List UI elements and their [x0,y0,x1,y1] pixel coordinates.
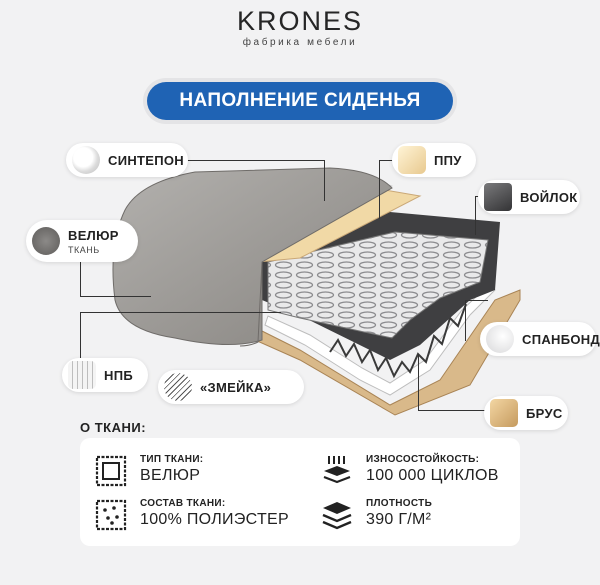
label-npb: НПБ [62,358,148,392]
label-brus-text: БРУС [526,405,563,421]
spring-block-shape [267,231,489,339]
spec-density-label: ПЛОТНОСТЬ [366,498,433,509]
zigzag-spring-icon [164,373,192,401]
label-velur: ВЕЛЮР ТКАНЬ [26,220,138,262]
leader-line-brus [418,354,485,411]
velour-fabric-icon [32,227,60,255]
label-ppu: ППУ [392,143,476,177]
layers-wear-icon [323,456,351,484]
fabric-composition-icon [95,499,127,531]
sintepon-roll-icon [72,146,100,174]
zigzag-spring-shape [329,303,467,379]
spec-fabric-type: ТИП ТКАНИ: ВЕЛЮР [94,454,203,488]
leader-line-velur [80,262,151,297]
label-npb-text: НПБ [104,367,133,383]
felt-sheet-icon [484,183,512,211]
spec-wear-resistance-label: ИЗНОСОСТОЙКОСТЬ: [366,454,480,465]
spec-fabric-type-label: ТИП ТКАНИ: [140,454,204,465]
spec-density: ПЛОТНОСТЬ 390 Г/М² [320,498,432,532]
leader-line-spanbond [465,300,488,341]
spanbond-sheet-icon [486,325,514,353]
spec-fabric-type-value: ВЕЛЮР [140,467,201,484]
label-spanbond: СПАНБОНД [480,322,600,356]
about-fabric-title: О ТКАНИ: [80,420,147,435]
layers-density-icon [322,502,352,530]
brand-name: KRONES [236,6,364,36]
label-voylok: ВОЙЛОК [478,180,580,214]
label-sintepon-text: СИНТЕПОН [108,152,184,168]
brand-logo: KRONES фабрика мебели [0,6,600,48]
fabric-info-card: ТИП ТКАНИ: ВЕЛЮР ИЗНОСОСТОЙКОСТЬ: 100 00… [80,438,520,546]
leader-line-npb [80,312,281,359]
wood-beam-icon [490,399,518,427]
fabric-cushion-shape [112,167,393,345]
fabric-swatch-icon [95,455,127,487]
page-title: НАПОЛНЕНИЕ СИДЕНЬЯ [147,82,453,120]
leader-line-sintepon [182,160,325,201]
label-ppu-text: ППУ [434,152,462,168]
brand-tagline: фабрика мебели [242,37,358,48]
spec-wear-resistance-value: 100 000 ЦИКЛОВ [366,467,499,484]
spec-fabric-composition: СОСТАВ ТКАНИ: 100% ПОЛИЭСТЕР [94,498,289,532]
spec-wear-resistance: ИЗНОСОСТОЙКОСТЬ: 100 000 ЦИКЛОВ [320,454,499,488]
label-spanbond-text: СПАНБОНД [522,331,600,347]
spec-fabric-composition-value: 100% ПОЛИЭСТЕР [140,511,289,528]
label-voylok-text: ВОЙЛОК [520,189,578,205]
wood-frame-shape [254,289,521,416]
foam-cube-icon [398,146,426,174]
spring-block-icon [68,361,96,389]
label-brus: БРУС [484,396,568,430]
label-velur-subtext: ТКАНЬ [68,244,100,255]
spec-density-value: 390 Г/М² [366,511,432,528]
label-zmeyka: «ЗМЕЙКА» [158,370,304,404]
label-velur-text: ВЕЛЮР [68,227,119,243]
label-zmeyka-text: «ЗМЕЙКА» [200,379,272,395]
spec-fabric-composition-label: СОСТАВ ТКАНИ: [140,498,226,509]
label-sintepon: СИНТЕПОН [66,143,188,177]
leader-line-ppu [379,160,404,219]
